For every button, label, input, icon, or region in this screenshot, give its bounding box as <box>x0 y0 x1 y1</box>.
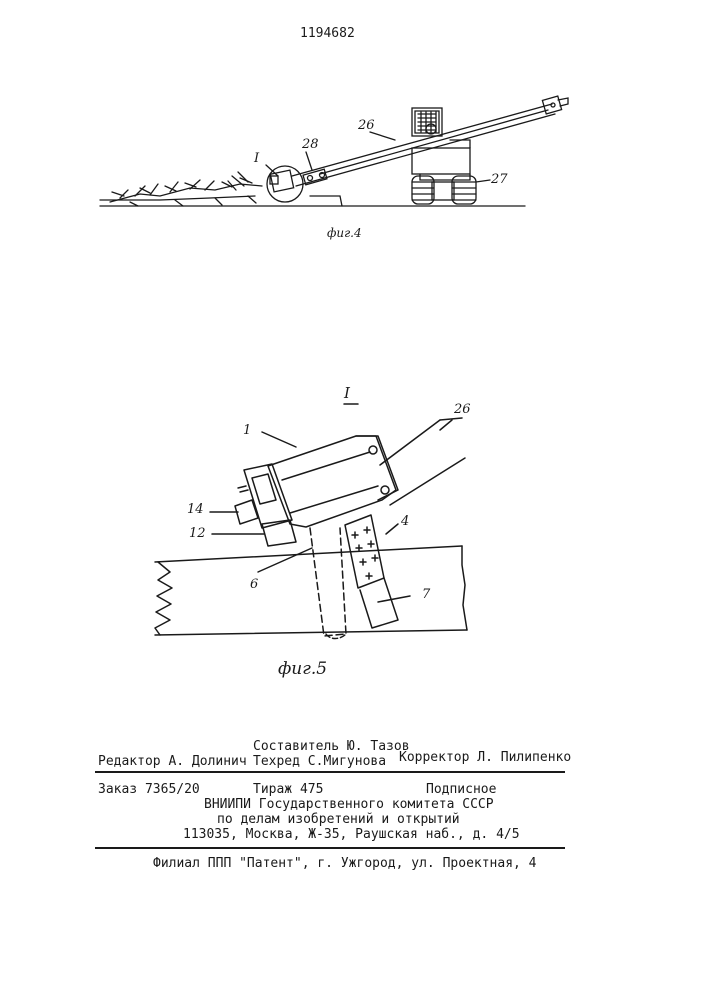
imprint-order: Заказ 7365/20 <box>98 783 200 796</box>
fig5-label-12: 12 <box>189 527 206 540</box>
imprint-compiler: Составитель Ю. Тазов <box>253 740 410 753</box>
imprint-address: 113035, Москва, Ж-35, Раушская наб., д. … <box>183 828 520 841</box>
fig5-label-4: 4 <box>401 515 409 528</box>
imprint-editor: Редактор А. Долинич <box>98 755 247 768</box>
imprint-rule-bottom <box>95 847 565 849</box>
imprint-org-line1: ВНИИПИ Государственного комитета СССР <box>204 798 494 811</box>
fig5-label-6: 6 <box>250 578 258 591</box>
imprint-rule-top <box>95 771 565 773</box>
imprint-org-line2: по делам изобретений и открытий <box>217 813 460 826</box>
fig5-label-26: 26 <box>454 403 471 416</box>
imprint-subscription: Подписное <box>426 783 496 796</box>
fig5-label-7: 7 <box>422 588 430 601</box>
imprint-circulation: Тираж 475 <box>253 783 323 796</box>
imprint-techeditor: Техред С.Мигунова <box>253 755 386 768</box>
imprint-corrector: Корректор Л. Пилипенко <box>399 751 571 764</box>
imprint-branch: Филиал ППП "Патент", г. Ужгород, ул. Про… <box>153 857 537 870</box>
fig5-label-1: 1 <box>243 424 251 437</box>
fig5-view-title: I <box>344 386 350 401</box>
fig5-caption: фиг.5 <box>278 661 327 678</box>
fig5-label-14: 14 <box>187 503 204 516</box>
